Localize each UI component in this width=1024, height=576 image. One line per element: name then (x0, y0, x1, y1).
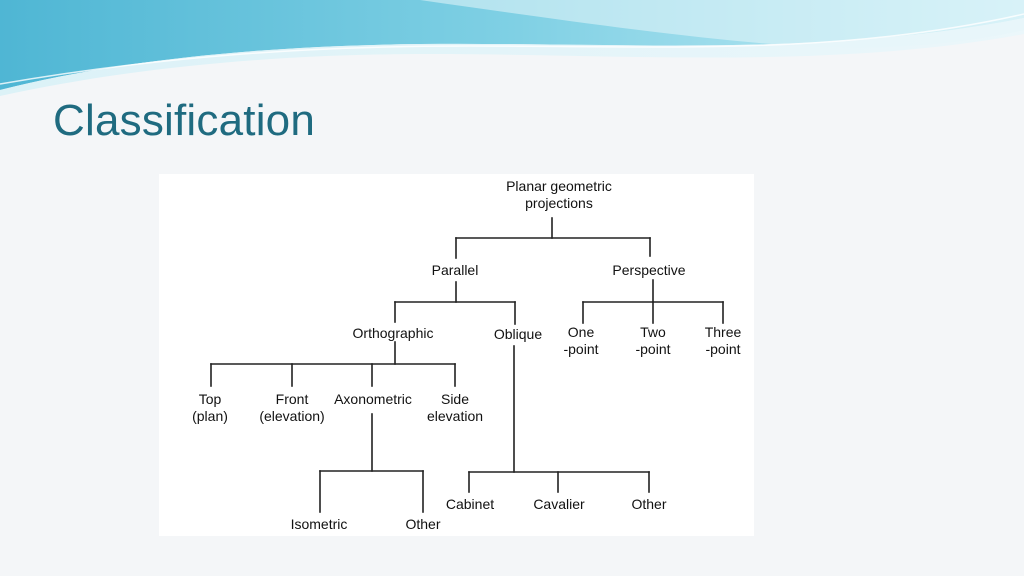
node-two-point-line1: Two (640, 324, 666, 340)
tree-edges (210, 217, 724, 513)
node-perspective: Perspective (612, 262, 685, 278)
node-side-line1: Side (441, 391, 469, 407)
node-oblique-other: Other (631, 496, 666, 512)
tree-labels: Planar geometric projections Parallel Pe… (192, 178, 741, 532)
node-axonometric: Axonometric (334, 391, 412, 407)
node-axonometric-other: Other (405, 516, 440, 532)
tree-svg: Planar geometric projections Parallel Pe… (192, 178, 741, 532)
node-front-line2: (elevation) (259, 408, 324, 424)
node-root-line1: Planar geometric (506, 178, 612, 194)
node-root-line2: projections (525, 195, 593, 211)
node-one-point-line1: One (568, 324, 595, 340)
node-isometric: Isometric (291, 516, 348, 532)
node-parallel: Parallel (432, 262, 479, 278)
node-three-point-line2: -point (705, 341, 740, 357)
node-front-line1: Front (276, 391, 309, 407)
node-top-line1: Top (199, 391, 222, 407)
node-one-point-line2: -point (563, 341, 598, 357)
node-cabinet: Cabinet (446, 496, 494, 512)
node-orthographic: Orthographic (353, 325, 434, 341)
node-oblique: Oblique (494, 326, 542, 342)
node-cavalier: Cavalier (533, 496, 585, 512)
projection-classification-diagram: Planar geometric projections Parallel Pe… (159, 174, 754, 536)
node-two-point-line2: -point (635, 341, 670, 357)
slide-title: Classification (53, 96, 316, 145)
node-top-line2: (plan) (192, 408, 228, 424)
node-three-point-line1: Three (705, 324, 742, 340)
node-side-line2: elevation (427, 408, 483, 424)
